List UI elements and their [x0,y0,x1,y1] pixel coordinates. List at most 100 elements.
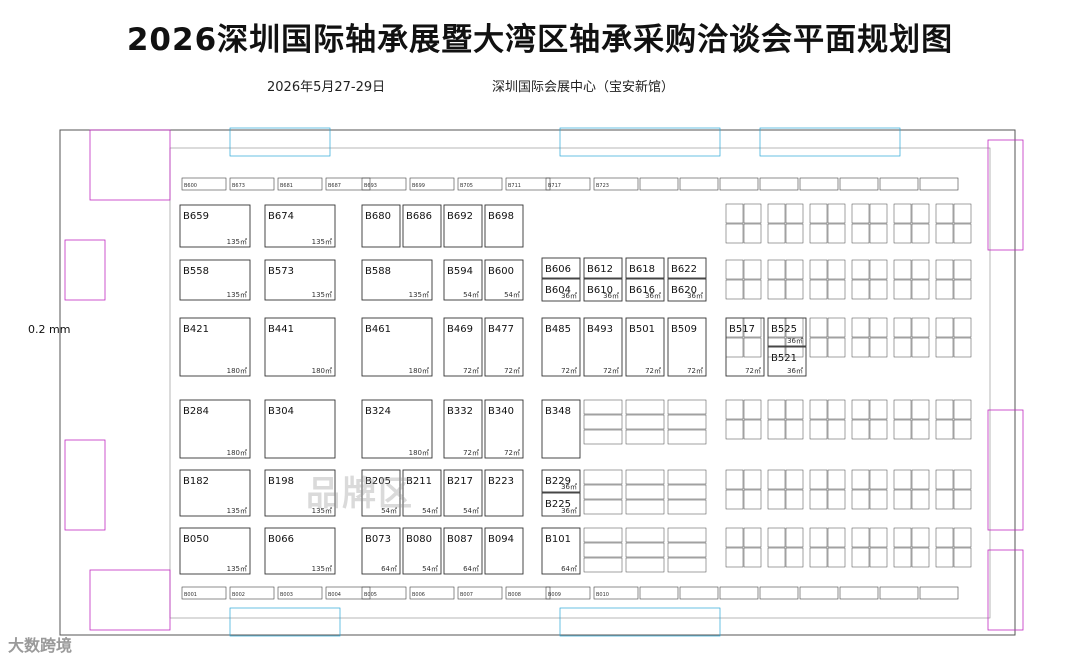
scale-label: 0.2 mm [28,323,71,336]
booth-b101 [541,527,581,575]
strip-booth-label: B717 [548,183,561,189]
small-booth [953,527,972,548]
booth-area: 72㎡ [645,367,661,375]
small-booth [767,279,786,300]
small-booth [893,223,912,244]
small-booth [827,489,846,510]
small-booth [953,399,972,420]
small-booth [827,259,846,280]
small-booth [809,399,828,420]
small-booth [725,317,744,338]
booth-b659 [179,204,251,248]
booth-label: B441 [268,324,294,335]
booth-b461 [361,317,433,377]
small-booth [893,527,912,548]
strip-booth [457,177,503,191]
booth-b217 [443,469,483,517]
booth-label: B080 [406,534,432,545]
booth-b573 [264,259,336,301]
left-facilities [64,129,171,631]
booth-area: 72㎡ [504,449,520,457]
strip-booth-label: B004 [328,592,341,598]
booth-b521 [767,346,807,377]
small-booth [625,414,665,430]
booth-b073 [361,527,401,575]
small-booth [953,259,972,280]
small-booth [809,469,828,490]
event-venue: 深圳国际会展中心（宝安新馆） [492,80,675,95]
small-booth [743,469,762,490]
small-booth [725,279,744,300]
booth-label: B205 [365,476,391,487]
small-booth [827,223,846,244]
booth-area: 135㎡ [312,565,332,573]
strip-booth [181,177,227,191]
booth-b594 [443,259,483,301]
booth-area: 72㎡ [463,367,479,375]
strip-booth [409,177,455,191]
small-booth [667,527,707,543]
small-booth [935,399,954,420]
small-booth [809,489,828,510]
small-booth [851,469,870,490]
booth-area: 72㎡ [463,449,479,457]
small-booth [893,259,912,280]
small-booth [953,547,972,568]
small-booth [851,399,870,420]
booth-label: B211 [406,476,432,487]
small-booth [625,429,665,445]
small-booth [725,337,744,358]
strip-booth [325,586,371,600]
booth-label: B094 [488,534,514,545]
small-booth [935,317,954,338]
small-booth [911,547,930,568]
booth-label: B509 [671,324,697,335]
small-booth [893,469,912,490]
booth-b588 [361,259,433,301]
booth-label: B558 [183,266,209,277]
booth-area: 64㎡ [463,565,479,573]
booth-label: B501 [629,324,655,335]
small-booth [625,484,665,500]
booth-area: 135㎡ [312,238,332,246]
small-booth [583,469,623,485]
small-booth [911,527,930,548]
small-booth [953,223,972,244]
small-booth [827,203,846,224]
booth-label: B610 [587,285,613,296]
small-booth [809,279,828,300]
booth-b182 [179,469,251,517]
booth-b610 [583,278,623,302]
small-booth [767,527,786,548]
small-booth [911,317,930,338]
small-booth [911,399,930,420]
small-booth [725,547,744,568]
strip-booth [545,586,591,600]
small-booth [851,547,870,568]
booth-area: 36㎡ [687,292,703,300]
booth-b050 [179,527,251,575]
booth-label: B525 [771,324,797,335]
booth-b618 [625,257,665,279]
small-booth [743,317,762,338]
small-booth [869,399,888,420]
booth-b421 [179,317,251,377]
booth-b087 [443,527,483,575]
strip-booth-label: B006 [412,592,425,598]
small-booth [725,399,744,420]
strip-booth-label: B673 [232,183,245,189]
booth-area: 36㎡ [603,292,619,300]
booth-label: B477 [488,324,514,335]
small-booth [667,484,707,500]
small-booth [827,527,846,548]
booth-area: 72㎡ [687,367,703,375]
booth-b211 [402,469,442,517]
small-booth [953,317,972,338]
booth-b080 [402,527,442,575]
strip-booth [505,177,551,191]
small-booth [583,399,623,415]
small-booth [725,527,744,548]
booth-label: B521 [771,353,797,364]
small-booth [935,337,954,358]
